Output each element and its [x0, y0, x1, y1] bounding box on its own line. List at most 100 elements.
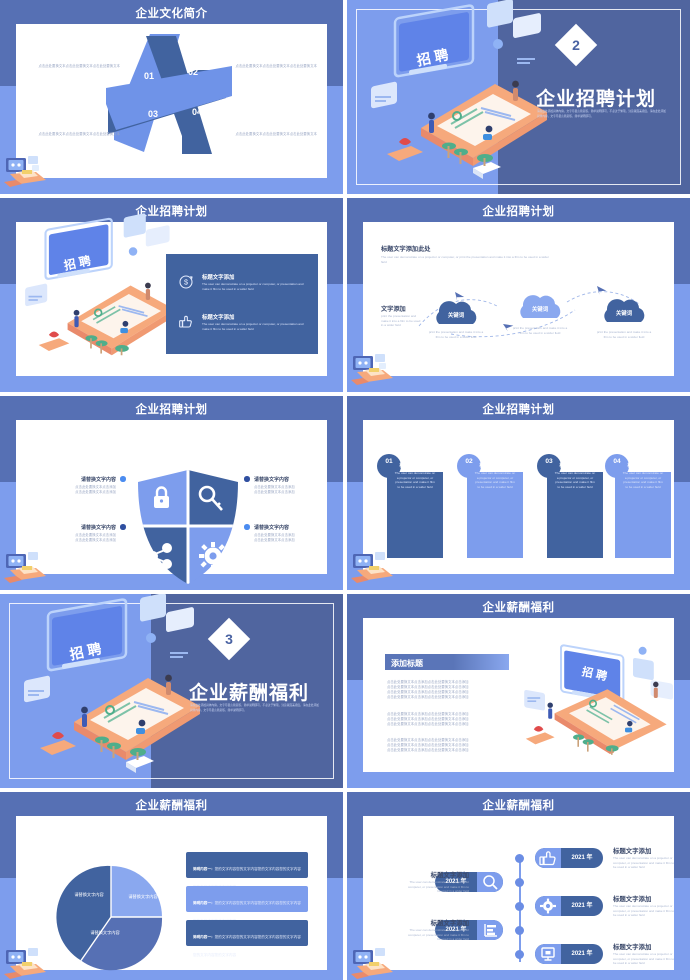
pie-label-3: 请替换文字内容: [74, 892, 104, 897]
cloud-1[interactable]: 关键词: [429, 298, 483, 326]
slide-content-card: 标题文字添加此处 The user can demonstrate on a p…: [363, 222, 674, 376]
slide-thumbnail-4[interactable]: 企业招聘计划 标题文字添加此处 The user can demonstrate…: [347, 198, 690, 392]
search-icon: [483, 875, 498, 890]
legend-bar-label-2: 简明内容一：: [193, 901, 215, 905]
card-title-2: 标题文字添加: [479, 463, 511, 469]
culture-text-4: 点击此处要换文本点击此处要换文本点击此处要换文本: [235, 132, 317, 136]
key-icon: [198, 485, 223, 511]
cloud-label-3: 关键词: [615, 311, 633, 317]
cloud-3[interactable]: 关键词: [597, 296, 651, 324]
slide-thumbnail-10[interactable]: 企业薪酬福利 2021 年 标题文字添加 The user can demons…: [347, 792, 690, 980]
section-divider-background: 招 聘: [0, 594, 343, 788]
slide-thumbnail-2[interactable]: 招 聘: [347, 0, 690, 194]
timeline-body-3: The user can demonstrate on a projector …: [613, 904, 675, 918]
shield-bullet-4: [244, 524, 250, 530]
timeline-pill-4[interactable]: 2021 年: [435, 920, 503, 940]
card-title-4: 标题文字添加: [627, 463, 659, 469]
cloud-shape-icon: [436, 301, 477, 324]
legend-bar-label-1: 简明内容一：: [193, 867, 215, 871]
pill-icon-holder-3: [535, 896, 561, 916]
body-paragraph-2: 点击此处要换文本点击添加点击此处要换文本点击添加 点击此处要换文本点击添加点击此…: [387, 712, 469, 727]
slide-thumbnail-8[interactable]: 企业薪酬福利 添加标题 点击此处要换文本点击添加点击此处要换文本点击添加 点击此…: [347, 594, 690, 788]
laptop-book-illustration-icon: [4, 156, 46, 187]
cloud-label-1: 关键词: [447, 313, 465, 319]
svg-text:招 聘: 招 聘: [68, 640, 103, 662]
numbered-card-4[interactable]: [615, 472, 671, 558]
pie-chart: [56, 865, 163, 971]
page-title: 企业招聘计划: [482, 206, 555, 218]
slide-thumbnail-5[interactable]: 企业招聘计划: [0, 396, 343, 590]
svg-text:招 聘: 招 聘: [415, 46, 450, 68]
recruitment-illustration: 招 聘: [371, 0, 547, 179]
timeline-title-4: 标题文字添加: [430, 920, 469, 927]
card-number-badge-1: 01: [377, 454, 401, 478]
section-subtitle: 请在此处添加具体内容，文字尽量言简意赅，简单说明即可，不必过于繁琐，注意版面美观…: [190, 704, 319, 712]
shield-item-title-2: 请替换文字内容: [80, 525, 116, 531]
pie-legend-bar-2[interactable]: 简明内容一：您的文字内容您的文字内容您的文字内容您的文字内容您的文字内容您的文字…: [186, 886, 308, 923]
section-number-diamond: 2: [554, 23, 598, 67]
page-title: 企业薪酬福利: [482, 800, 555, 812]
page-title: 企业招聘计划: [482, 404, 555, 416]
pie-slice-2: [81, 917, 163, 971]
lock-icon: [154, 486, 169, 508]
timeline-body-5: The user can demonstrate on a projector …: [613, 952, 675, 966]
page-title: 企业薪酬福利: [482, 602, 555, 614]
slide-thumbnail-7[interactable]: 招 聘: [0, 594, 343, 788]
numbered-card-1[interactable]: [387, 472, 443, 558]
timeline-pill-2[interactable]: 2021 年: [435, 872, 503, 892]
cloud-shape-icon: [520, 295, 561, 318]
timeline-pill-1[interactable]: 2021 年: [535, 848, 603, 868]
slide-thumbnail-6[interactable]: 企业招聘计划 01 标题文字添加 The user can demonstrat…: [347, 396, 690, 590]
card-body-3: The user can demonstrate on a projector …: [554, 471, 596, 489]
shield-quadrant-3: [138, 526, 188, 584]
panel-item-title-2: 标题文字添加: [202, 315, 235, 321]
timeline-node-1: [515, 854, 524, 863]
shield-item-4: 请替换文字内容 点击此处要换文本点击添加 点击此处要换文本点击添加: [254, 524, 330, 543]
card-body-2: The user can demonstrate on a projector …: [474, 471, 516, 489]
laptop-book-illustration-icon: [4, 552, 46, 583]
pill-year-1: 2021 年: [571, 855, 593, 861]
thumbs-up-icon: [179, 315, 192, 328]
pill-icon-holder-4: [477, 920, 503, 940]
divider-frame: [9, 603, 334, 779]
pie-legend-bar-1[interactable]: 简明内容一：您的文字内容您的文字内容您的文字内容您的文字内容您的文字内容您的文字…: [186, 852, 308, 889]
timeline-pill-3[interactable]: 2021 年: [535, 896, 603, 916]
ribbon-number-04: 04: [192, 107, 203, 117]
timeline-body-1: The user can demonstrate on a projector …: [613, 856, 675, 870]
timeline-pill-5[interactable]: 2021 年: [535, 944, 603, 964]
numbered-card-2[interactable]: [467, 472, 523, 558]
pill-year-3: 2021 年: [571, 903, 593, 909]
timeline-node-4: [515, 926, 524, 935]
cloud-2[interactable]: 关键词: [513, 292, 567, 320]
timeline-title-5: 标题文字添加: [613, 944, 652, 951]
culture-text-1: 点击此处要换文本点击此处要换文本点击此处要换文本: [38, 64, 120, 68]
section-heading-body: The user can demonstrate on a projector …: [381, 255, 549, 264]
gear-icon: [199, 542, 227, 570]
timeline-node-2: [515, 878, 524, 887]
card-body-1: The user can demonstrate on a projector …: [394, 471, 436, 489]
section-title: 企业招聘计划: [536, 89, 657, 110]
section-number-diamond: 3: [207, 617, 251, 661]
chart-icon: [484, 924, 497, 937]
shield-item-body-3: 点击此处要换文本点击添加 点击此处要换文本点击添加: [254, 485, 295, 495]
timeline-node-3: [515, 902, 524, 911]
section-number: 3: [225, 631, 233, 647]
laptop-book-illustration-icon: [4, 948, 46, 979]
info-panel: $ 标题文字添加 The user can demonstrate on a p…: [166, 254, 318, 354]
shield-item-2: 请替换文字内容 点击此处要换文本点击添加 点击此处要换文本点击添加: [40, 524, 116, 543]
card-body-4: The user can demonstrate on a projector …: [622, 471, 664, 489]
slide-thumbnail-1[interactable]: 企业文化简介 01 02 03 04 点击此处要换文本点击此处要换文本点击此处要…: [0, 0, 343, 194]
pie-slice-3: [56, 865, 111, 961]
timeline-title-1: 标题文字添加: [613, 848, 652, 855]
section-number: 2: [572, 37, 580, 53]
ribbon-number-01: 01: [144, 71, 155, 81]
slide-thumbnail-9[interactable]: 企业薪酬福利 请替换文字内容 请替换文字内容 请替换文字内容 简明内容一：您的文…: [0, 792, 343, 980]
slide-thumbnail-3[interactable]: 企业招聘计划 招 聘: [0, 198, 343, 392]
ribbon-number-02: 02: [188, 67, 199, 77]
slide-content-card: 01 标题文字添加 The user can demonstrate on a …: [363, 420, 674, 574]
numbered-card-3[interactable]: [547, 472, 603, 558]
page-title: 企业招聘计划: [135, 206, 208, 218]
pie-legend-bar-3[interactable]: 简明内容一：您的文字内容您的文字内容您的文字内容您的文字内容您的文字内容您的文字…: [186, 920, 308, 957]
heading-bar-label: 添加标题: [391, 658, 423, 668]
shield-item-body-1: 点击此处要换文本点击添加 点击此处要换文本点击添加: [75, 485, 116, 495]
